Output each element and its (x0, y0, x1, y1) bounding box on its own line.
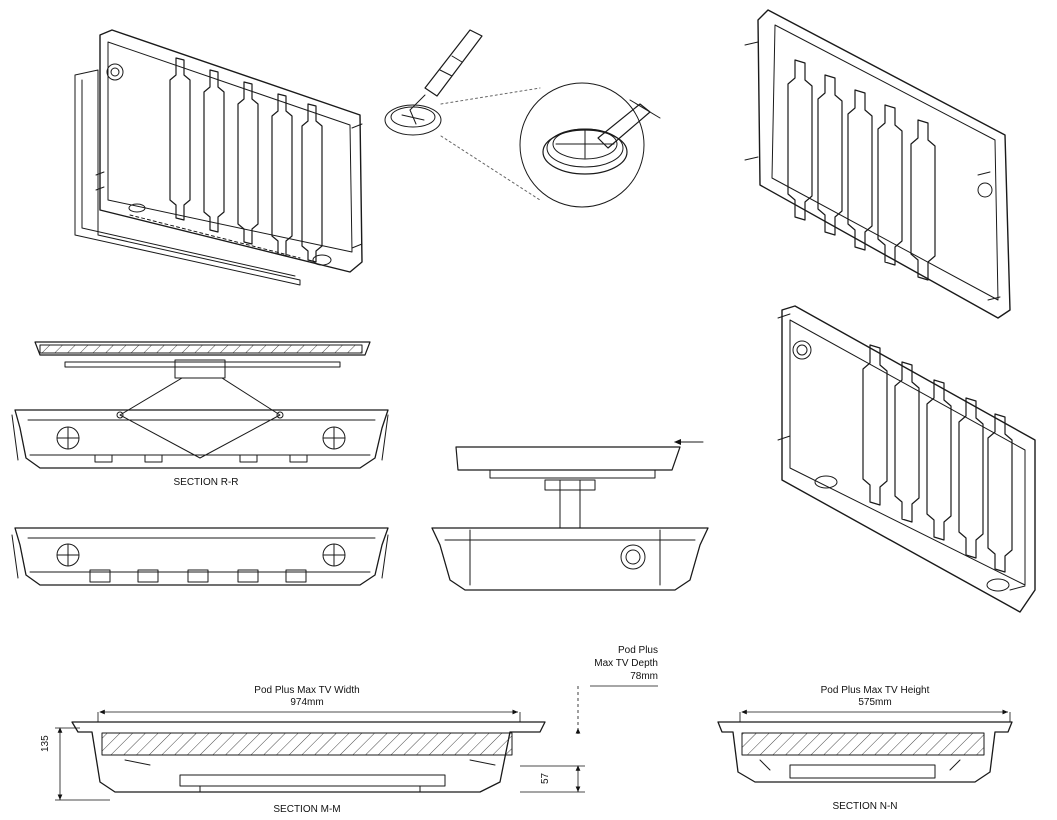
depth-dim-value: 78mm (630, 671, 658, 682)
section-n-n-label: SECTION N-N (832, 801, 898, 812)
wall-box-iso-back (744, 9, 1011, 319)
section-m-m-label: SECTION M-M (273, 804, 341, 815)
section-r-r-drawing (11, 341, 389, 469)
mount-side-elevation (431, 439, 709, 591)
wall-box-iso-front (74, 29, 363, 286)
dimension-lines (55, 685, 1011, 801)
width-dim-label: Pod Plus Max TV Width (254, 685, 360, 696)
section-n-n-drawing (717, 721, 1013, 783)
width-dim-value: 974mm (290, 697, 324, 708)
height-dim-label: Pod Plus Max TV Height (820, 685, 930, 696)
knockout-cutter-detail (384, 29, 661, 208)
height-dim-value: 575mm (858, 697, 892, 708)
recess-depth-dim: 57 (540, 772, 551, 784)
depth-dim-line2: Max TV Depth (594, 658, 658, 669)
section-r-r-label: SECTION R-R (173, 477, 239, 488)
wall-box-iso-open (777, 305, 1036, 613)
section-m-m-drawing (71, 721, 546, 793)
mount-front-elevation (11, 527, 389, 586)
depth-dim-line1: Pod Plus (617, 645, 658, 656)
overall-depth-dim: 135 (40, 735, 51, 752)
